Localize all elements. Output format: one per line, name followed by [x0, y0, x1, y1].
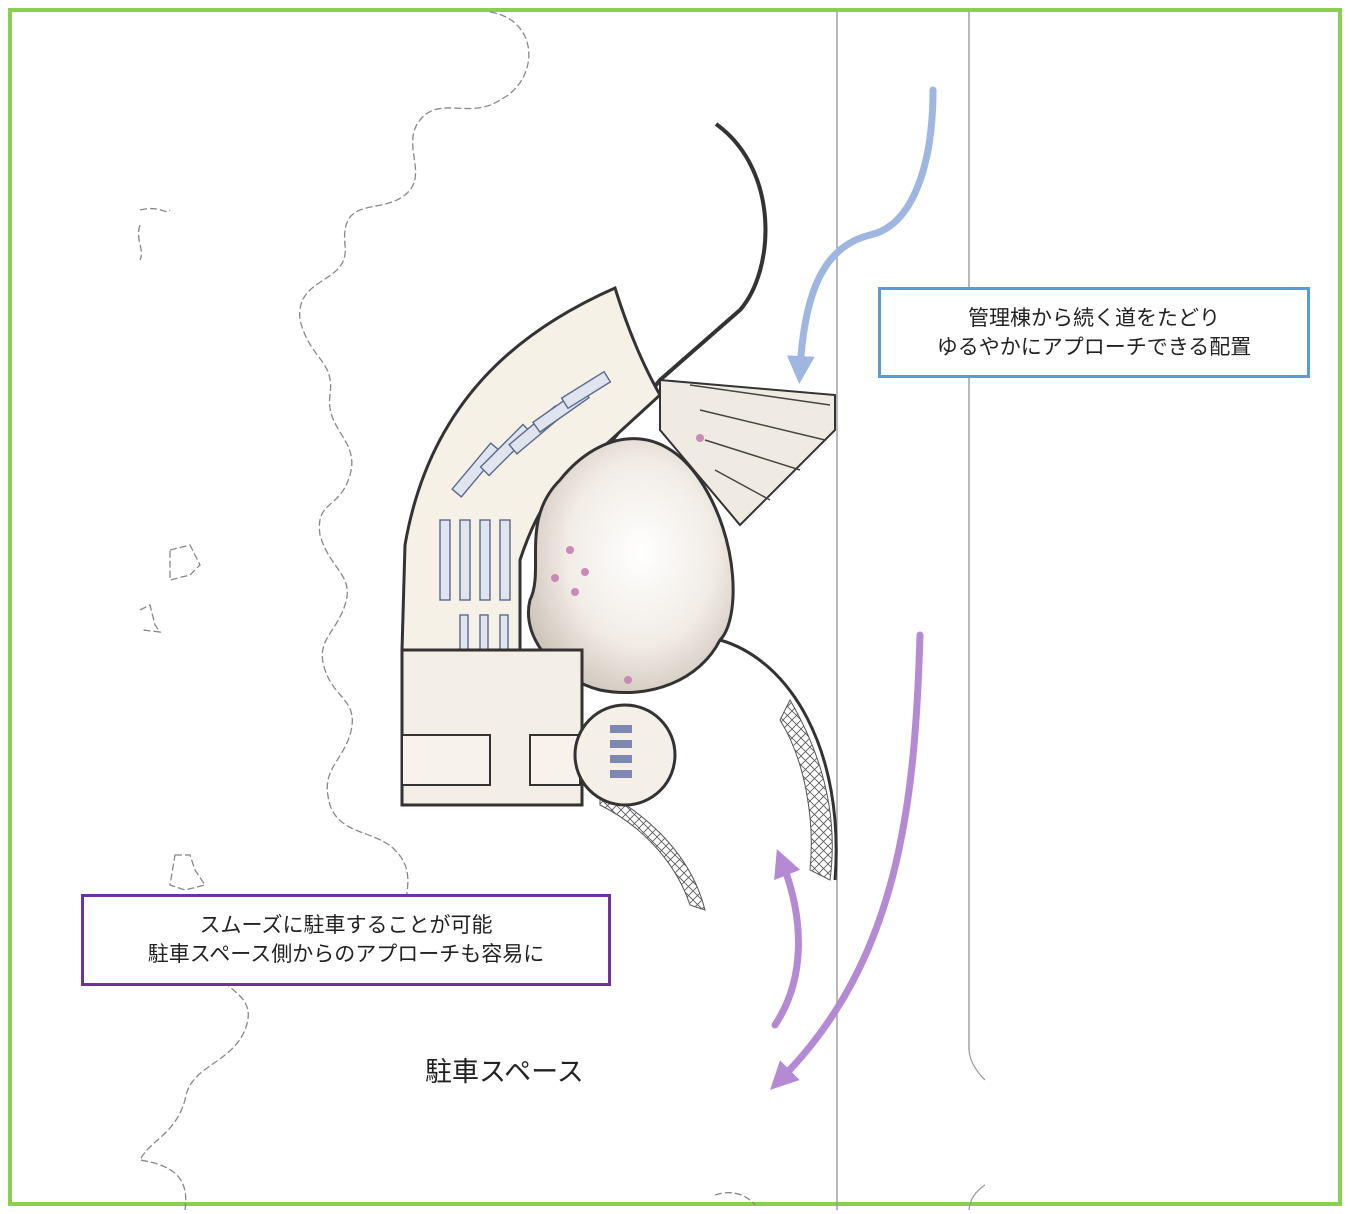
approach-callout-line1: 管理棟から続く道をたどり	[968, 305, 1220, 330]
approach-arrow	[786, 86, 937, 384]
approach-callout-line2: ゆるやかにアプローチできる配置	[936, 334, 1252, 359]
tree-canopy-outline	[137, 11, 756, 1211]
parking-callout: スムーズに駐車することが可能 駐車スペース側からのアプローチも容易に	[81, 894, 611, 986]
parking-callout-line1: スムーズに駐車することが可能	[199, 913, 493, 937]
building-plan	[400, 122, 838, 911]
parking-space-label: 駐車スペース	[425, 1057, 584, 1088]
parking-callout-line2: 駐車スペース側からのアプローチも容易に	[147, 942, 545, 966]
road	[836, 12, 986, 1211]
approach-callout: 管理棟から続く道をたどり ゆるやかにアプローチできる配置	[878, 287, 1310, 378]
drawing-frame	[8, 8, 1342, 1206]
parking-exit-arrow	[770, 631, 924, 1090]
parking-bidirectional-arrow	[771, 848, 802, 1029]
